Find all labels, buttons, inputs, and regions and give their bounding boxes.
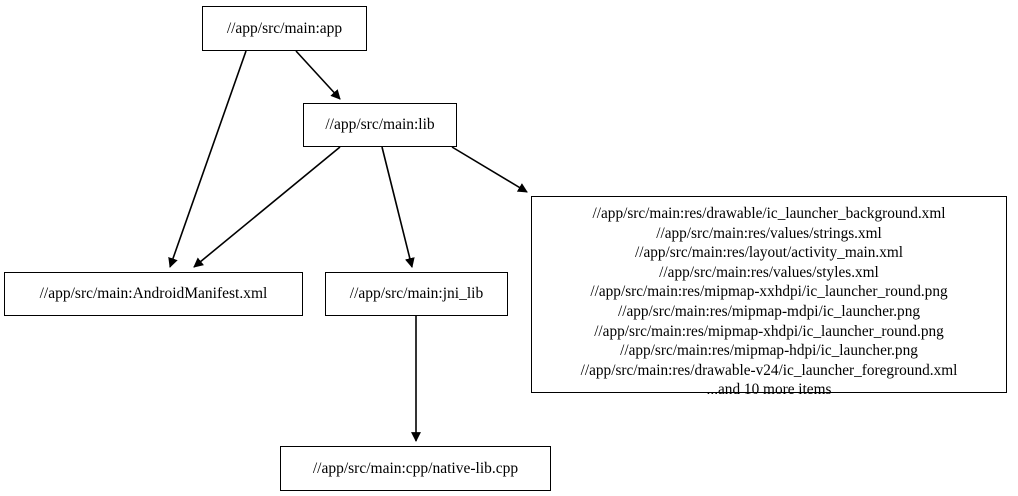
- resources-overflow-note: ...and 10 more items: [706, 381, 832, 399]
- resource-item: //app/src/main:res/mipmap-hdpi/ic_launch…: [620, 342, 918, 360]
- node-native-lib-cpp-label: //app/src/main:cpp/native-lib.cpp: [312, 459, 519, 477]
- edge-lib-to-manifest: [193, 146, 341, 268]
- node-native-lib-cpp[interactable]: //app/src/main:cpp/native-lib.cpp: [280, 446, 551, 491]
- resource-item: //app/src/main:res/values/strings.xml: [656, 224, 882, 242]
- node-jni-lib[interactable]: //app/src/main:jni_lib: [325, 272, 508, 316]
- node-app[interactable]: //app/src/main:app: [202, 6, 367, 51]
- resource-item: //app/src/main:res/mipmap-xxhdpi/ic_laun…: [590, 283, 948, 301]
- resource-item: //app/src/main:res/drawable/ic_launcher_…: [592, 205, 946, 222]
- node-jni-lib-label: //app/src/main:jni_lib: [349, 285, 484, 303]
- edge-app-to-manifest: [168, 50, 247, 268]
- node-lib[interactable]: //app/src/main:lib: [303, 103, 457, 147]
- edge-lib-to-jni-lib: [381, 146, 415, 268]
- node-lib-label: //app/src/main:lib: [325, 116, 435, 134]
- edge-app-to-lib: [295, 50, 341, 100]
- resources-line-list: //app/src/main:res/drawable/ic_launcher_…: [532, 197, 1006, 406]
- resource-item: //app/src/main:res/drawable-v24/ic_launc…: [580, 361, 958, 379]
- node-resources-group[interactable]: //app/src/main:res/drawable/ic_launcher_…: [531, 196, 1007, 398]
- resource-item: //app/src/main:res/layout/activity_main.…: [634, 244, 904, 262]
- edge-lib-to-resources: [451, 146, 528, 193]
- node-android-manifest[interactable]: //app/src/main:AndroidManifest.xml: [4, 272, 303, 316]
- resource-item: //app/src/main:res/mipmap-xhdpi/ic_launc…: [594, 322, 944, 340]
- resource-item: //app/src/main:res/mipmap-mdpi/ic_launch…: [617, 302, 921, 320]
- node-android-manifest-label: //app/src/main:AndroidManifest.xml: [39, 285, 268, 303]
- node-app-label: //app/src/main:app: [226, 19, 343, 37]
- resource-item: //app/src/main:res/values/styles.xml: [659, 263, 879, 281]
